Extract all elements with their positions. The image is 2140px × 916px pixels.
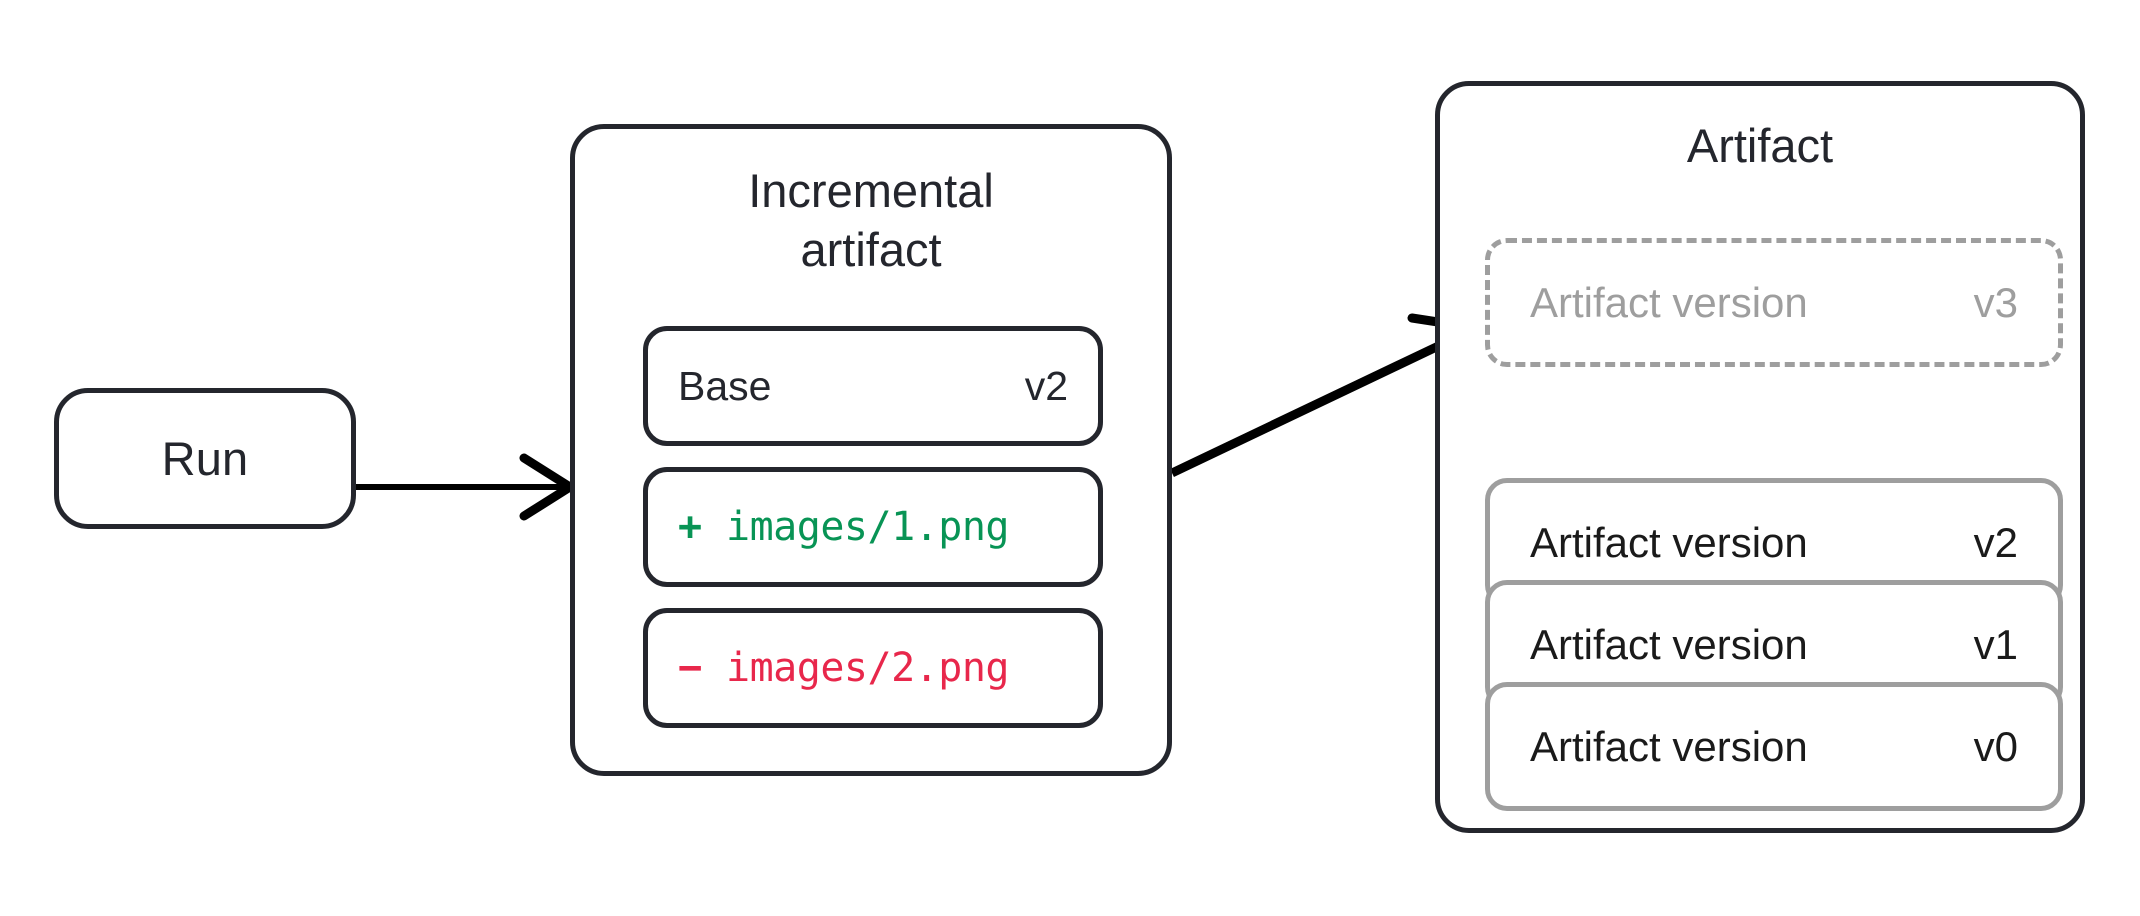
artifact-version-row-v0-label: Artifact version: [1530, 722, 1808, 770]
arrow-run-to-incremental: [356, 453, 575, 521]
artifact-version-row-v0-value: v0: [1973, 722, 2018, 770]
artifact-version-row-v0[interactable]: Artifact version v0: [1485, 682, 2063, 811]
artifact-version-row-v1-value: v1: [1973, 620, 2018, 668]
artifact-version-row-v3-label: Artifact version: [1530, 278, 1808, 326]
run-node-label: Run: [161, 432, 249, 485]
artifact-title: Artifact: [1686, 119, 1834, 172]
artifact-version-row-v1-label: Artifact version: [1530, 620, 1808, 668]
run-node[interactable]: Run: [54, 388, 356, 529]
artifact-version-row-v3-value: v3: [1973, 278, 2018, 326]
incremental-artifact-title: Incremental artifact: [575, 161, 1167, 279]
incremental-artifact-title-line2: artifact: [800, 223, 942, 276]
artifact-version-row-v3[interactable]: Artifact version v3: [1485, 238, 2063, 367]
artifact-version-row-v2-value: v2: [1973, 518, 2018, 566]
incremental-row-base[interactable]: Base v2: [643, 326, 1103, 446]
incremental-row-added[interactable]: + images/1.png: [643, 467, 1103, 587]
arrow-incremental-to-artifact: [1170, 313, 1482, 478]
incremental-row-removed-path: images/2.png: [726, 645, 1009, 691]
incremental-row-base-version: v2: [1024, 362, 1068, 409]
plus-icon: +: [678, 504, 703, 550]
artifact-version-row-v2-label: Artifact version: [1530, 518, 1808, 566]
artifact-group[interactable]: Artifact Artifact version v3 Artifact ve…: [1435, 81, 2085, 833]
incremental-row-added-path: images/1.png: [726, 504, 1009, 550]
artifact-version-row-v2[interactable]: Artifact version v2: [1485, 478, 2063, 607]
incremental-row-removed[interactable]: − images/2.png: [643, 608, 1103, 728]
incremental-artifact-title-line1: Incremental: [748, 164, 994, 217]
minus-icon: −: [678, 645, 703, 691]
incremental-artifact-group[interactable]: Incremental artifact Base v2 + images/1.…: [570, 124, 1172, 776]
incremental-row-base-label: Base: [678, 362, 772, 409]
